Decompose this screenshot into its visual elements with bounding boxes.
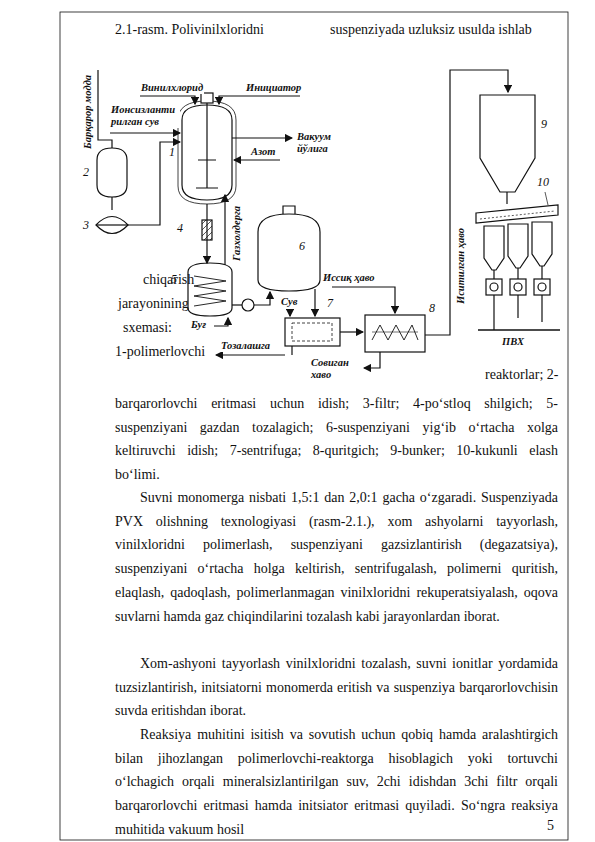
stream-label: Совиган хаво bbox=[310, 357, 356, 381]
stream-label: Инициатор bbox=[245, 82, 302, 94]
body-paragraph: Xom-ashyoni tayyorlash vinilxloridni toz… bbox=[115, 652, 558, 723]
callout-number: 7 bbox=[326, 297, 334, 310]
body-paragraph: Reaksiya muhitini isitish va sovutish uc… bbox=[115, 723, 558, 842]
body-paragraph: Suvni monomerga nisbati 1,5:1 dan 2,0:1 … bbox=[115, 486, 558, 628]
callout-number: 9 bbox=[540, 118, 548, 131]
callout-number: 1 bbox=[168, 146, 176, 159]
vessel-2 bbox=[97, 148, 127, 197]
page-number: 5 bbox=[547, 818, 554, 834]
bunker-9 bbox=[480, 95, 535, 192]
caption-text: sxemasi: bbox=[123, 320, 172, 336]
stream-label: Винилхлорид bbox=[140, 82, 204, 94]
stream-label: Газхолдерга bbox=[231, 205, 243, 262]
dryer-8 bbox=[365, 315, 425, 352]
caption-text: 2.1-rasm. Polivinilxloridni bbox=[115, 22, 264, 38]
caption-text: 1-polimerlovchi bbox=[115, 344, 205, 360]
centrifuge-7 bbox=[285, 318, 340, 346]
stream-label: ПВХ bbox=[501, 336, 525, 348]
caption-text: jarayonining bbox=[118, 296, 189, 312]
motor bbox=[201, 93, 213, 103]
pump bbox=[242, 299, 254, 311]
callout-number: 10 bbox=[536, 176, 550, 189]
stream-label: Вакуум йўлига bbox=[296, 131, 342, 155]
stream-label: Барқарор модда bbox=[82, 74, 94, 150]
reactor-jacket bbox=[178, 101, 236, 204]
callout-number: 4 bbox=[176, 222, 184, 235]
page-frame bbox=[60, 12, 568, 840]
packing-hoppers bbox=[484, 222, 552, 330]
callout-number: 6 bbox=[298, 240, 306, 253]
stream-label: Азот bbox=[250, 146, 276, 158]
callout-number: 3 bbox=[82, 219, 90, 232]
stream-label: Тозалашга bbox=[220, 340, 271, 352]
callout-number: 8 bbox=[428, 302, 436, 315]
stream-label: Буғ bbox=[190, 319, 207, 331]
skin-remover-4 bbox=[202, 220, 212, 240]
caption-text: barqarorlovchi eritmasi uchun idish; 3-f… bbox=[115, 392, 558, 487]
stream-label: Иссиқ ҳаво bbox=[322, 272, 376, 284]
stream-label: Иситилган ҳаво bbox=[455, 227, 467, 305]
vessel-6 bbox=[258, 214, 320, 291]
degasser-5 bbox=[188, 263, 232, 316]
stream-label: Ионсизлантирилган сув bbox=[110, 104, 180, 128]
filter-3 bbox=[96, 217, 128, 234]
callout-number: 2 bbox=[82, 166, 90, 179]
stream-label: Сув bbox=[280, 296, 298, 308]
caption-text: suspenziyada uzluksiz usulda ishlab bbox=[330, 22, 532, 38]
sieve-10 bbox=[476, 205, 558, 223]
caption-text: reaktorlar; 2- bbox=[485, 367, 558, 383]
caption-text: chiqarish bbox=[143, 272, 194, 288]
